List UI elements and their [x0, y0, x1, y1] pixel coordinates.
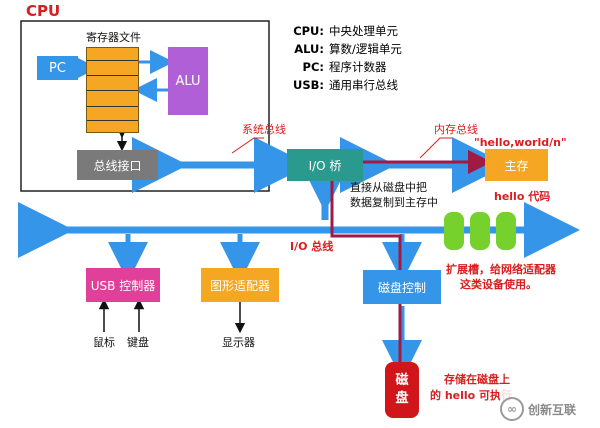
watermark: ∞ 创新互联 [500, 390, 600, 428]
legend-row: PC: 程序计数器 [272, 58, 412, 76]
disk-label-char: 磁 [395, 373, 409, 388]
bus-interface: 总线接口 [77, 150, 158, 180]
legend-key: USB: [293, 78, 324, 92]
legend-row: USB: 通用串行总线 [272, 76, 412, 94]
memory-code-label: hello 代码 [494, 190, 551, 203]
register-divider [87, 106, 138, 107]
watermark-text: 创新互联 [528, 402, 577, 417]
dma-note: 直接从磁盘中把 数据复制到主存中 [350, 180, 438, 210]
legend-value: 程序计数器 [329, 60, 387, 74]
legend-key: CPU: [293, 24, 324, 38]
disk-note-line: 存储在磁盘上 [444, 373, 510, 386]
alu-block: ALU [168, 47, 208, 115]
usb-controller: USB 控制器 [86, 268, 160, 302]
io-bus-label: I/O 总线 [290, 240, 334, 253]
disk: 磁 盘 [385, 362, 419, 418]
dma-note-line: 直接从磁盘中把 [350, 181, 427, 194]
mouse-label: 鼠标 [93, 336, 115, 349]
expansion-slot-1 [444, 212, 464, 250]
legend-key: PC: [302, 60, 324, 74]
register-divider [87, 75, 138, 76]
dma-note-line: 数据复制到主存中 [350, 196, 438, 209]
legend-row: CPU: 中央处理单元 [272, 22, 412, 40]
legend-key: ALU: [294, 42, 324, 56]
expansion-note-line: 这类设备使用。 [460, 278, 537, 291]
disk-controller: 磁盘控制 [363, 270, 441, 304]
cpu-title: CPU [26, 2, 61, 20]
expansion-slot-2 [470, 212, 490, 250]
legend-value: 算数/逻辑单元 [329, 42, 402, 56]
legend: CPU: 中央处理单元 ALU: 算数/逻辑单元 PC: 程序计数器 USB: … [272, 22, 412, 94]
system-bus-label: 系统总线 [242, 123, 286, 136]
register-divider [87, 60, 138, 61]
pc-register: PC [37, 56, 78, 80]
disk-label-char: 盘 [395, 391, 409, 406]
io-bridge: I/O 桥 [287, 149, 363, 181]
legend-value: 通用串行总线 [329, 78, 398, 92]
expansion-note: 扩展槽，给网络适配器 这类设备使用。 [446, 262, 556, 292]
expansion-note-line: 扩展槽，给网络适配器 [446, 263, 556, 276]
main-memory: 主存 [485, 149, 548, 181]
system-bus-pointer [231, 137, 264, 154]
disk-note-line: 的 hello 可执行 [430, 389, 513, 402]
legend-row: ALU: 算数/逻辑单元 [272, 40, 412, 58]
keyboard-label: 键盘 [127, 336, 149, 349]
register-divider [87, 90, 138, 91]
register-divider [87, 120, 138, 121]
register-file-label: 寄存器文件 [86, 31, 141, 44]
disk-note: 存储在磁盘上 的 hello 可执行 [430, 372, 512, 404]
expansion-slot-3 [496, 212, 516, 250]
watermark-logo-icon: ∞ [500, 397, 524, 421]
legend-value: 中央处理单元 [329, 24, 398, 38]
memory-bus-pointer [419, 137, 452, 159]
graphics-adapter: 图形适配器 [201, 268, 279, 302]
memory-bus-label: 内存总线 [434, 123, 478, 136]
register-file [86, 47, 139, 133]
memory-string-label: "hello,world/n" [474, 136, 567, 149]
display-label: 显示器 [222, 336, 255, 349]
